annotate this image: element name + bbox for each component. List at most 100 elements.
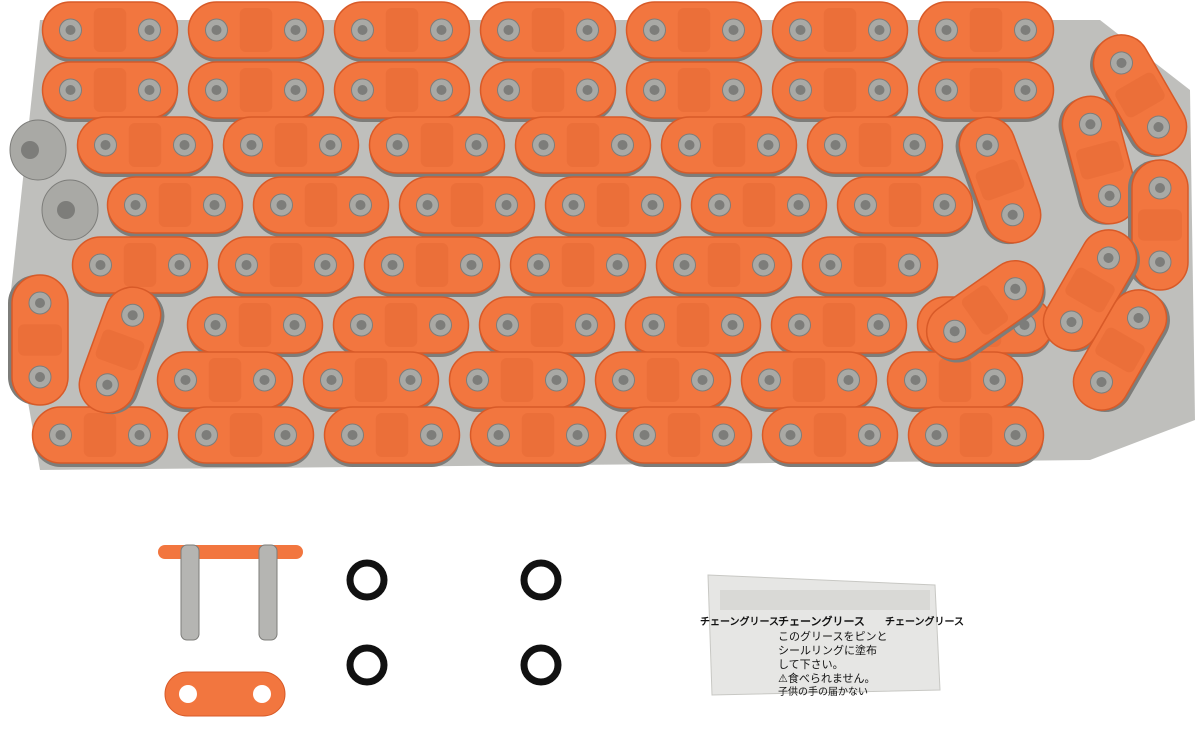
- outer-plate: [771, 1, 909, 59]
- pin-center: [860, 200, 871, 210]
- pin-center: [130, 200, 141, 210]
- outer-plate: [625, 1, 763, 59]
- pin-center: [259, 375, 270, 385]
- pin-center: [1133, 312, 1144, 323]
- outer-plate: [509, 236, 647, 294]
- pin-center: [697, 375, 708, 385]
- pin-center: [211, 85, 222, 95]
- outer-plate: [514, 116, 652, 174]
- chain-link: [222, 116, 360, 177]
- pin-center: [356, 320, 367, 330]
- pin-center: [648, 320, 659, 330]
- plate-waist: [18, 324, 62, 356]
- pin-center: [1155, 257, 1165, 267]
- outer-plate: [333, 1, 471, 59]
- outer-plate: [544, 176, 682, 234]
- chain-link: [71, 236, 209, 297]
- chain-link: [836, 176, 974, 237]
- pin-center: [144, 85, 155, 95]
- outer-plate: [222, 116, 360, 174]
- plate-waist: [677, 8, 711, 52]
- chain-link: [448, 351, 586, 412]
- pin-center: [1096, 377, 1107, 388]
- chain-link: [302, 351, 440, 412]
- chain-link: [156, 351, 294, 412]
- plate-waist: [123, 243, 157, 287]
- o-rings: [346, 559, 562, 686]
- plate-waist: [229, 413, 263, 457]
- pin-center: [904, 260, 915, 270]
- chain-link: [1058, 95, 1139, 225]
- pin-center: [503, 25, 514, 35]
- chain-link: [41, 1, 179, 62]
- pin-center: [405, 375, 416, 385]
- pin-center: [825, 260, 836, 270]
- master-link-kit: [158, 544, 303, 717]
- plate-waist: [975, 159, 1025, 201]
- chain-link: [252, 176, 390, 237]
- plate-waist: [969, 68, 1003, 112]
- pin-center: [290, 85, 301, 95]
- chain-link: [615, 406, 753, 467]
- pin-center: [533, 260, 544, 270]
- chain-link: [76, 116, 214, 177]
- outer-plate: [761, 406, 899, 464]
- pin-center: [392, 140, 403, 150]
- outer-plate: [186, 296, 324, 354]
- plate-waist: [566, 123, 600, 167]
- pin-center: [795, 85, 806, 95]
- pin-center: [794, 320, 805, 330]
- plate-waist: [530, 303, 564, 347]
- chain-link: [106, 176, 244, 237]
- pin-center: [357, 25, 368, 35]
- master-link-pin: [180, 544, 200, 641]
- plate-waist: [450, 183, 484, 227]
- plate-waist: [384, 303, 418, 347]
- plate-waist: [304, 183, 338, 227]
- grease-packet: チェーングリース チェーングリース このグリースをピンと シールリングに塗布 し…: [700, 574, 964, 698]
- plate-waist: [531, 68, 565, 112]
- pin-center: [679, 260, 690, 270]
- pin-center: [1010, 283, 1021, 294]
- pin-center: [617, 140, 628, 150]
- pin-center: [909, 140, 920, 150]
- pin-center: [649, 25, 660, 35]
- packet-text-left: チェーングリース: [700, 615, 779, 628]
- chain-link: [469, 406, 607, 467]
- plate-waist: [239, 68, 273, 112]
- pin-center: [174, 260, 185, 270]
- pin-center: [763, 140, 774, 150]
- plate-waist: [1115, 72, 1165, 118]
- pin-center: [1066, 317, 1077, 328]
- pin-center: [280, 430, 291, 440]
- chain-link: [544, 176, 682, 237]
- pin-center: [581, 320, 592, 330]
- outer-plate: [11, 274, 69, 406]
- pin-center: [127, 310, 138, 321]
- pin-center: [35, 372, 45, 382]
- pin-center: [179, 140, 190, 150]
- chain-link: [886, 351, 1024, 412]
- packet-line2: シールリングに塗布: [778, 643, 877, 657]
- outer-plate: [655, 236, 793, 294]
- chain-link: [217, 236, 355, 297]
- chain-link: [917, 61, 1055, 122]
- pin-center: [65, 25, 76, 35]
- outer-plate: [71, 236, 209, 294]
- chain-link: [333, 1, 471, 62]
- chain-link: [186, 296, 324, 357]
- pin-center: [276, 200, 287, 210]
- chain-link: [594, 351, 732, 412]
- pin-center: [290, 25, 301, 35]
- pin-center: [728, 85, 739, 95]
- plate-waist: [858, 123, 892, 167]
- side-plate-hole: [179, 685, 197, 703]
- plate-waist: [823, 8, 857, 52]
- chain-link: [509, 236, 647, 297]
- chain-link: [625, 61, 763, 122]
- outer-plate: [907, 406, 1045, 464]
- chain-link: [801, 236, 939, 297]
- pin-center: [180, 375, 191, 385]
